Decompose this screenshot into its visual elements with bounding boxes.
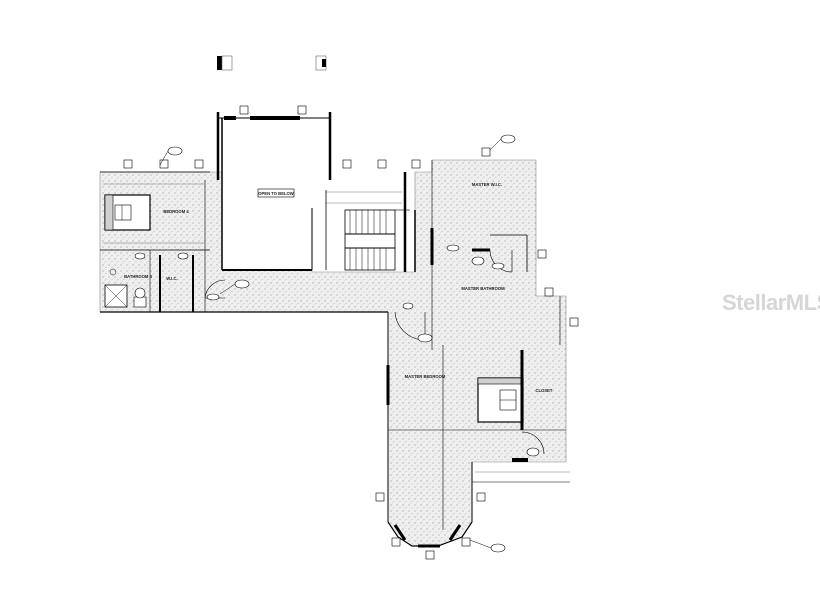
staircase (344, 209, 410, 271)
label-bathroom: BATHROOM 4 (124, 274, 153, 279)
bed-icon (104, 194, 151, 231)
label-open-to-below: OPEN TO BELOW (258, 191, 294, 196)
callout-tags (134, 134, 540, 553)
master-bed-icon (477, 377, 524, 423)
leader-lines (159, 138, 502, 549)
dimension-lines (103, 183, 570, 473)
label-master-bathroom: MASTER BATHROOM (461, 286, 505, 291)
watermark: StellarMLS (722, 290, 820, 315)
floor-areas (99, 159, 567, 547)
label-closet: CLOSET (536, 388, 553, 393)
label-master-wic: MASTER W.I.C. (472, 182, 502, 187)
label-bedroom: BEDROOM 4 (163, 209, 189, 214)
window-tags (123, 105, 579, 560)
label-wic-small: W.I.C. (166, 276, 177, 281)
walls (100, 112, 570, 548)
room-labels: OPEN TO BELOW BEDROOM 4 BATHROOM 4 W.I.C… (124, 182, 553, 393)
legend-symbols (217, 55, 327, 71)
label-master-bedroom: MASTER BEDROOM (405, 374, 446, 379)
bathroom-fixtures (104, 268, 147, 308)
